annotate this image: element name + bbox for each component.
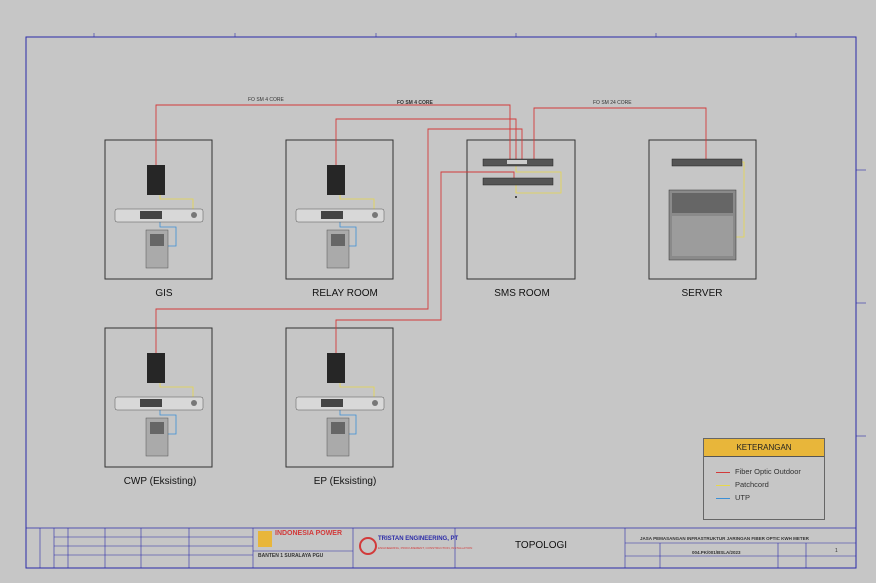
location-text: BANTEN 1 SURALAYA PGU [258,553,324,559]
room-label-server: SERVER [681,288,723,299]
drawing-frame [25,36,857,569]
server-devices [668,158,743,261]
server-room-box [648,139,757,280]
room-label-ep: EP (Eksisting) [313,476,377,487]
cable-label-1: FO SM 4 CORE [248,97,284,103]
sms-devices [482,158,554,198]
company-logo-text: INDONESIA POWER [275,530,343,537]
legend-item-fiber: Fiber Optic Outdoor [704,466,824,479]
legend-item-patch: Patchcord [704,479,824,492]
sheet-number: 1 [835,548,838,554]
document-number: 004.PK/001/BSLA/2023 [692,550,741,555]
gis-devices [114,165,204,269]
relay-devices [295,165,385,269]
room-label-sms: SMS ROOM [494,288,550,299]
relay-room-box [285,139,394,280]
cable-label-3: FO SM 24 CORE [593,100,632,106]
indonesia-power-logo-icon [258,531,272,547]
contractor-name: TRISTAN ENGINEERING, PT [378,536,459,542]
cable-label-2: FO SM 4 CORE [397,100,433,106]
tristan-logo-icon [359,537,377,555]
cwp-devices [114,353,204,457]
ep-room-box [285,327,394,468]
ep-devices [295,353,385,457]
room-label-gis: GIS [155,288,173,299]
cwp-room-box [104,327,213,468]
legend-box: KETERANGAN Fiber Optic Outdoor Patchcord… [703,438,825,520]
utp-swatch-icon [716,498,730,499]
patch-swatch-icon [716,485,730,486]
utp-lines [159,222,357,435]
project-title: JASA PEMASANGAN INFRASTRUKTUR JARINGAN F… [640,536,809,541]
fiber-lines [155,104,707,354]
room-label-cwp: CWP (Eksisting) [123,476,197,487]
room-label-relay: RELAY ROOM [312,288,378,299]
gis-room-box [104,139,213,280]
legend-item-utp: UTP [704,492,824,505]
title-block-grid [39,528,856,568]
legend-title: KETERANGAN [704,439,824,457]
fiber-swatch-icon [716,472,730,473]
contractor-subtitle: ENGINEERING, PROCUREMENT, CONSTRUCTION, … [378,546,473,550]
sms-room-box [466,139,576,280]
drawing-title: TOPOLOGI [515,540,568,551]
